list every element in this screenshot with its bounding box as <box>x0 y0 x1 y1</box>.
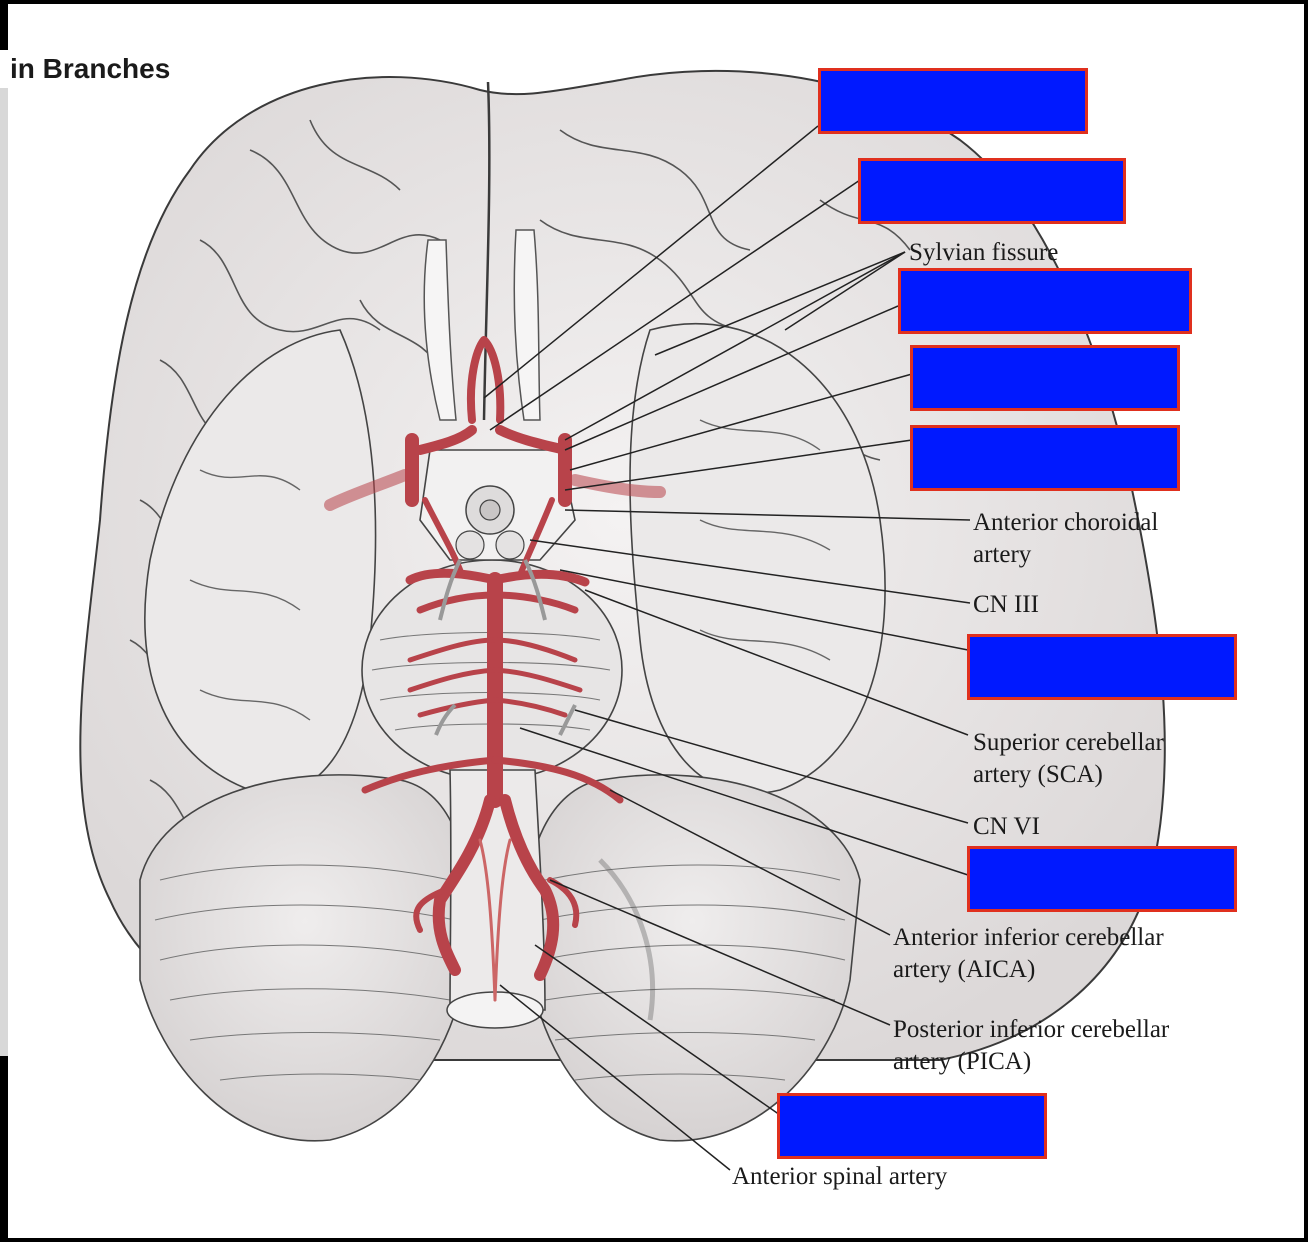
hidden-label-box-8[interactable] <box>777 1093 1047 1159</box>
header-title: in Branches <box>0 50 175 88</box>
label-sylvian-fissure: Sylvian fissure <box>909 239 1059 266</box>
side-panel-strip <box>0 52 8 1056</box>
hidden-label-box-4[interactable] <box>910 345 1180 411</box>
mammillary-body-left <box>455 530 485 560</box>
right-olfactory-tract <box>513 229 541 421</box>
cerebellar-folia <box>154 864 846 1081</box>
mammillary-body-right <box>495 530 525 560</box>
left-temporal-lobe <box>144 329 377 795</box>
hidden-label-box-5[interactable] <box>910 425 1180 491</box>
label-anterior-choroidal-artery: Anterior choroidal artery <box>973 509 1159 568</box>
cerebellum-shading <box>598 858 655 1021</box>
label-superior-cerebellar-artery: Superior cerebellar artery (SCA) <box>973 729 1164 788</box>
arteries <box>324 336 666 1002</box>
label-cn-iii: CN III <box>973 591 1039 618</box>
leader-lines <box>483 125 971 1171</box>
label-pica: Posterior inferior cerebellar artery (PI… <box>893 1016 1170 1075</box>
cranial-nerves <box>434 559 577 736</box>
left-olfactory-tract <box>423 239 457 421</box>
longitudinal-fissure <box>482 81 491 421</box>
hidden-label-box-2[interactable] <box>858 158 1126 224</box>
right-temporal-lobe <box>629 322 886 795</box>
label-cn-vi: CN VI <box>973 813 1040 840</box>
label-anterior-spinal-artery: Anterior spinal artery <box>732 1163 948 1190</box>
label-aica: Anterior inferior cerebellar artery (AIC… <box>893 924 1164 983</box>
hidden-label-box-1[interactable] <box>818 68 1088 134</box>
hidden-label-box-7[interactable] <box>967 846 1237 912</box>
temporal-gyri <box>189 419 831 721</box>
hidden-label-box-3[interactable] <box>898 268 1192 334</box>
hidden-label-box-6[interactable] <box>967 634 1237 700</box>
